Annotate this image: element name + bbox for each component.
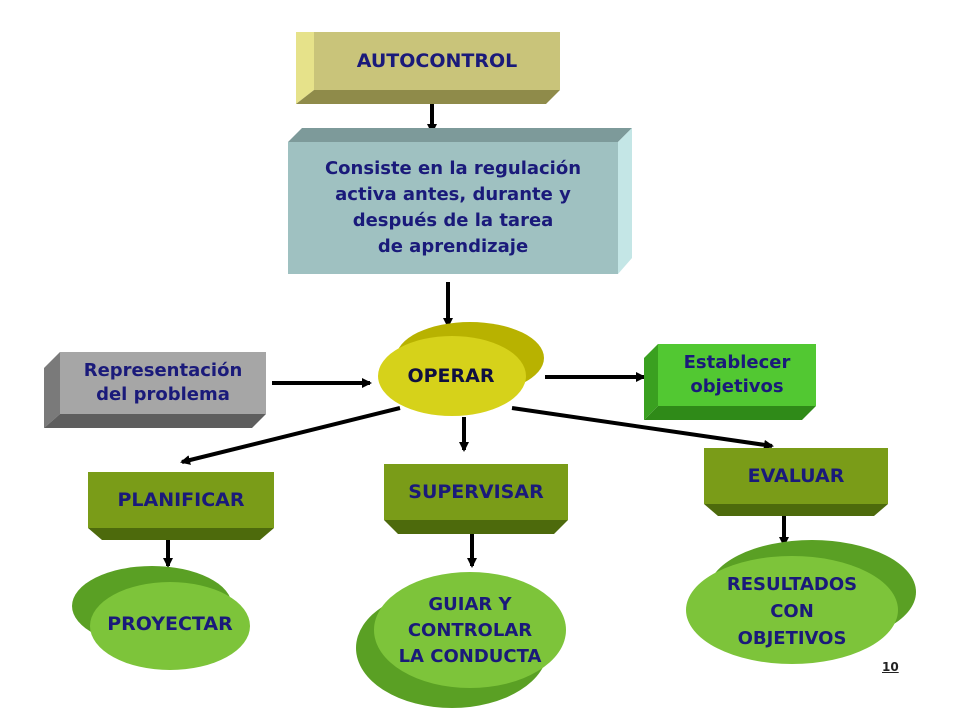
evaluar-box: EVALUAR xyxy=(704,448,888,516)
planificar-box: PLANIFICAR xyxy=(88,472,274,540)
representacion-shape xyxy=(44,352,266,428)
representacion-box: Representación del problema xyxy=(44,352,266,428)
proyectar-node: PROYECTAR xyxy=(70,560,252,672)
evaluar-label: EVALUAR xyxy=(747,465,845,487)
guiar-label: GUIAR Y CONTROLAR LA CONDUCTA xyxy=(398,594,542,667)
guiar-node: GUIAR Y CONTROLAR LA CONDUCTA xyxy=(352,562,570,712)
proyectar-label: PROYECTAR xyxy=(107,613,233,635)
operar-node: OPERAR xyxy=(376,318,548,418)
resultados-label: RESULTADOS CON OBJETIVOS xyxy=(726,573,858,649)
establecer-shape xyxy=(644,344,816,420)
page-number: 10 xyxy=(882,660,899,674)
resultados-shape xyxy=(686,540,916,664)
guiar-shape xyxy=(356,572,566,708)
planificar-shape xyxy=(88,472,274,540)
planificar-label: PLANIFICAR xyxy=(117,489,245,511)
definition-shape xyxy=(288,128,632,274)
supervisar-shape xyxy=(384,464,568,534)
supervisar-box: SUPERVISAR xyxy=(384,464,568,534)
autocontrol-shape xyxy=(296,32,560,104)
operar-shape xyxy=(378,322,544,416)
autocontrol-box: AUTOCONTROL xyxy=(296,32,560,104)
definition-box: Consiste en la regulación activa antes, … xyxy=(288,128,632,274)
representacion-label: Representación del problema xyxy=(83,360,243,405)
autocontrol-label: AUTOCONTROL xyxy=(356,50,518,72)
evaluar-shape xyxy=(704,448,888,516)
supervisar-label: SUPERVISAR xyxy=(408,481,544,503)
operar-label: OPERAR xyxy=(407,365,495,387)
proyectar-shape xyxy=(72,566,250,670)
arrow-operar-to-planificar xyxy=(180,406,401,465)
resultados-node: RESULTADOS CON OBJETIVOS xyxy=(680,536,920,668)
definition-text: Consiste en la regulación activa antes, … xyxy=(324,158,582,257)
arrow-operar-to-evaluar xyxy=(511,406,774,450)
establecer-label: Establecer objetivos xyxy=(683,352,791,397)
establecer-box: Establecer objetivos xyxy=(644,344,816,420)
